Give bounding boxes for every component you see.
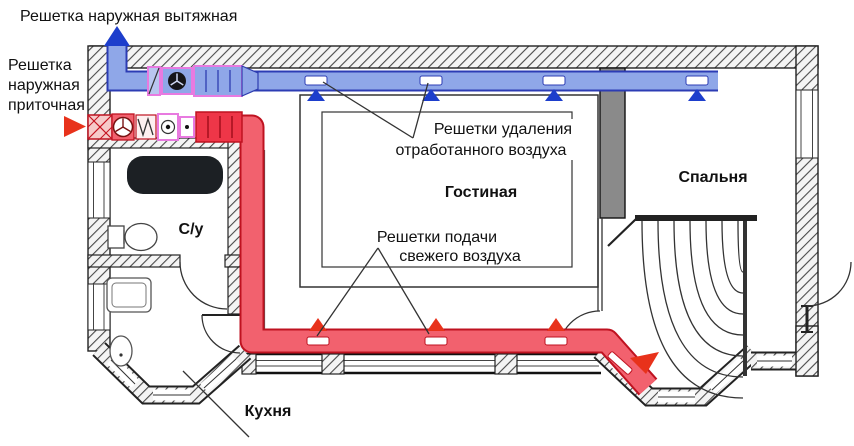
exhaust-leader-line — [322, 81, 414, 139]
supply-inlet-arrow-icon — [64, 116, 86, 137]
exhaust-outlet-arrow-icon — [104, 26, 130, 46]
wall-pier — [321, 353, 345, 375]
toilet — [107, 222, 158, 252]
living-bedroom-wall — [599, 67, 626, 219]
exhaust-duct — [108, 44, 718, 90]
outdoor-exhaust-label: Решетка наружная вытяжная — [20, 8, 237, 25]
exhaust-duct-system — [104, 26, 718, 101]
kitchen-bay-window — [92, 342, 252, 405]
top-wall — [89, 45, 819, 69]
kitchen-sink — [109, 335, 133, 367]
bathroom-bottom-wall — [87, 254, 181, 268]
exhaust-leader-line — [412, 82, 429, 139]
bathtub — [127, 156, 223, 194]
supply-duct-system — [64, 111, 659, 396]
entrance-door — [801, 261, 852, 333]
kitchen-leader-line — [182, 370, 250, 438]
supply-grille-marker-icon — [630, 352, 659, 374]
closet-front-rail — [635, 215, 757, 221]
bathroom-window — [87, 161, 111, 219]
exhaust-grilles — [304, 75, 709, 101]
bathroom-bottom-wall-stub — [224, 254, 243, 268]
exhaust-grille — [304, 75, 328, 86]
supply-grille-marker-icon — [427, 318, 445, 331]
bedroom-closet — [635, 215, 757, 399]
supply-grilles-label-1: Решетки подачи — [377, 229, 497, 246]
exhaust-grille — [419, 75, 443, 86]
exhaust-grille-marker-icon — [307, 89, 325, 101]
supply-equipment — [87, 111, 243, 143]
supply-grille — [306, 336, 330, 346]
supply-duct — [236, 116, 656, 394]
supply-silencer — [195, 111, 243, 143]
outdoor-supply-label-1: Решетка — [8, 57, 72, 74]
supply-grilles-label-2: свежего воздуха — [399, 248, 521, 265]
outdoor-supply-label-2: наружная — [8, 77, 80, 94]
room-label-bedroom: Спальня — [678, 169, 747, 186]
living-room-outline — [299, 94, 599, 288]
entry-hall-wall — [743, 220, 747, 376]
exhaust-equipment — [147, 65, 259, 97]
bottom-wall-right — [751, 325, 819, 377]
interior-walls — [87, 67, 747, 376]
exhaust-grilles-label-2: отработанного воздуха — [396, 142, 567, 159]
leader-lines — [182, 81, 581, 438]
exhaust-grille-marker-icon — [422, 89, 440, 101]
hall-door-leaf — [607, 218, 637, 247]
supply-grille-marker-icon — [547, 318, 565, 331]
supply-leader-line — [316, 247, 379, 337]
fixtures — [106, 156, 223, 367]
supply-leader-line — [377, 247, 430, 335]
outdoor-supply-label-3: приточная — [8, 97, 85, 114]
exhaust-grille — [685, 75, 709, 86]
exhaust-grille-marker-icon — [545, 89, 563, 101]
room-label-kitchen: Кухня — [245, 403, 292, 420]
room-label-living: Гостиная — [445, 184, 517, 201]
bedroom-window — [795, 89, 819, 159]
kitchen-door-arc — [201, 314, 241, 354]
shower-tray — [106, 277, 152, 313]
exhaust-grilles-label-1: Решетки удаления — [434, 121, 572, 138]
wall-windows — [87, 89, 819, 331]
label-backplate — [376, 227, 524, 265]
supply-grilles — [306, 318, 659, 375]
supply-grille — [424, 336, 448, 346]
supply-grille — [544, 336, 568, 346]
exhaust-transition — [241, 65, 259, 97]
room-label-bathroom: С/у — [179, 221, 204, 238]
labels: Решетка наружная вытяжная Решетка наружн… — [8, 8, 748, 420]
wall-pier — [494, 353, 518, 375]
doors — [179, 218, 852, 354]
bathroom-door-arc — [179, 261, 228, 310]
exhaust-grille-marker-icon — [688, 89, 706, 101]
exhaust-grille — [542, 75, 566, 86]
supply-grille-diagonal — [607, 351, 633, 375]
bottom-wall-living — [241, 352, 601, 375]
label-backplate — [385, 119, 581, 160]
